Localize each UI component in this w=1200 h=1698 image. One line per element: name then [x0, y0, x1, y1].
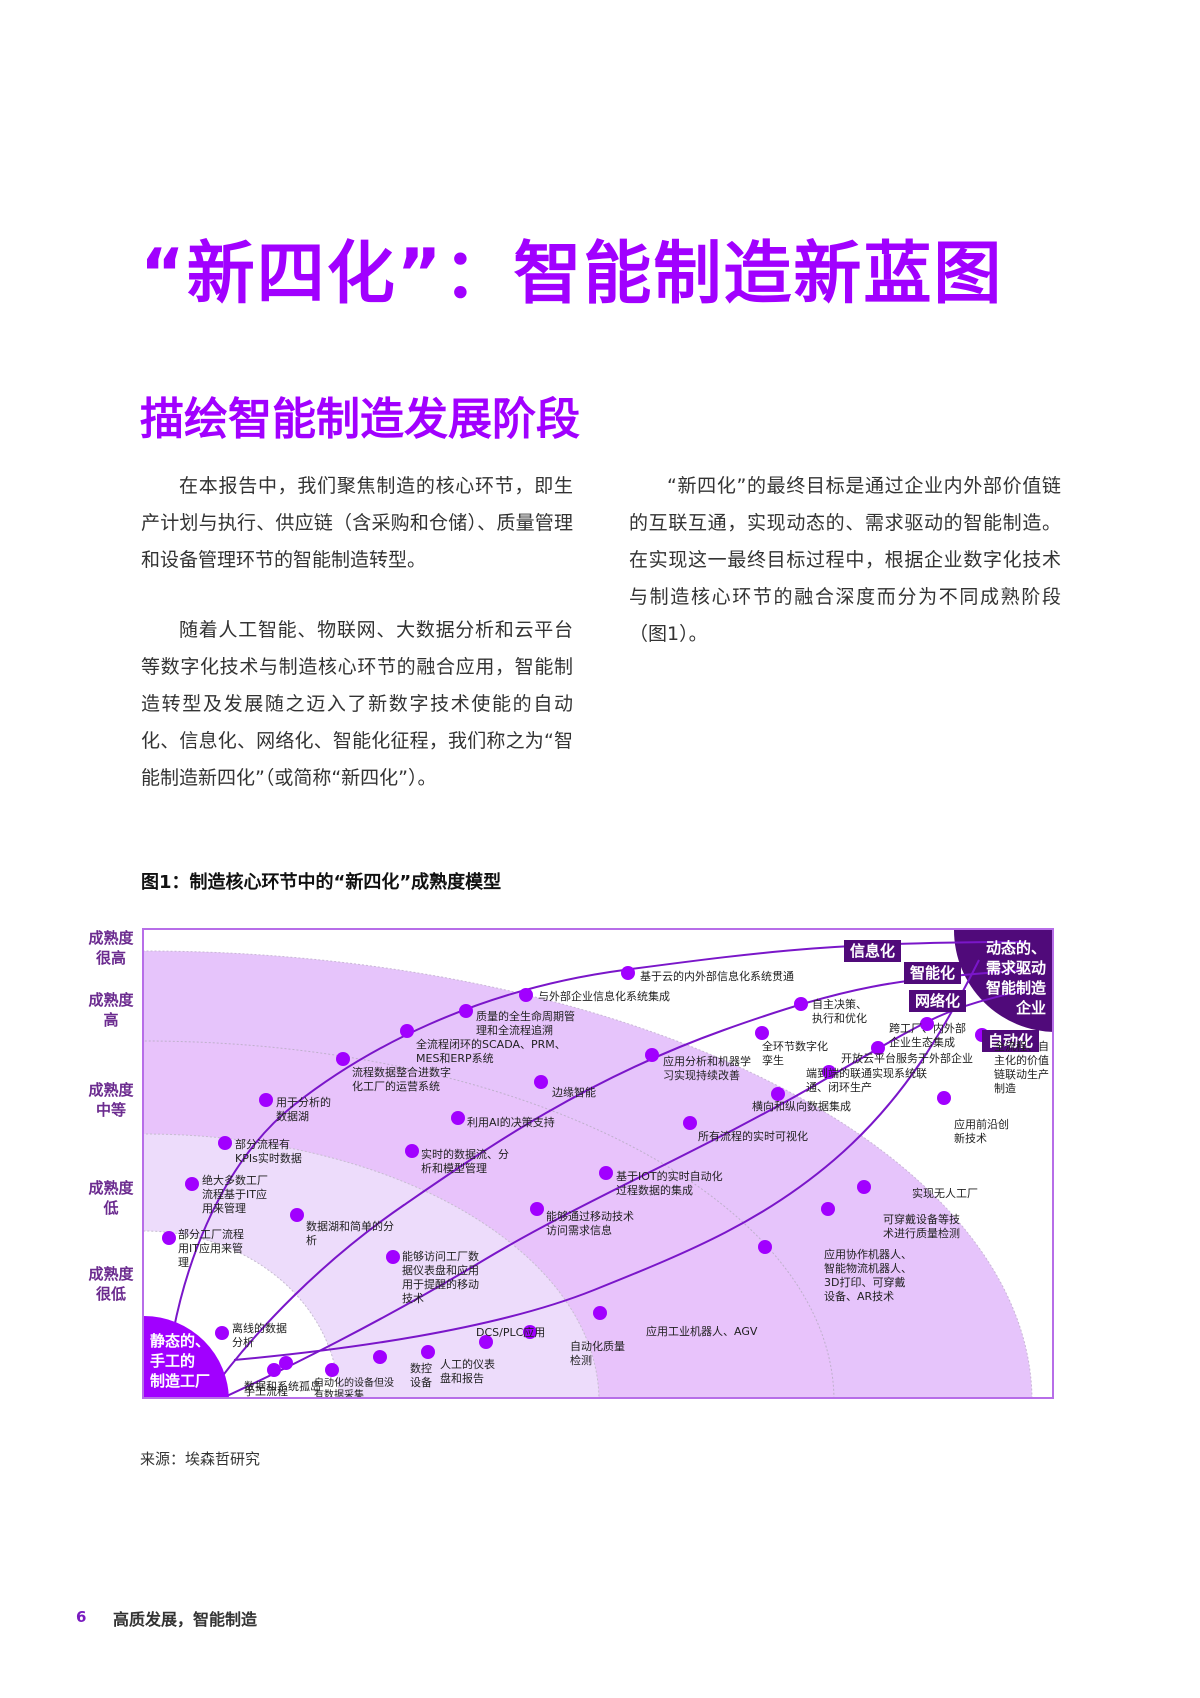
paragraph: 在本报告中，我们聚焦制造的核心环节，即生产计划与执行、供应链（含采购和仓储）、质…: [141, 475, 573, 571]
milestone-label: 应用前沿创新技术: [954, 1118, 1009, 1145]
page-title: “新四化”：智能制造新蓝图: [140, 235, 1004, 314]
start-state-label: 静态的、 手工的 制造工厂: [150, 1331, 210, 1391]
milestone-label: 自主决策、执行和优化: [812, 998, 867, 1025]
milestone-label: 部分流程有KPIs实时数据: [235, 1138, 302, 1165]
milestone-label: 应用分析和机器学习实现持续改善: [663, 1055, 751, 1082]
y-level-very-high: 成熟度 很高: [80, 928, 142, 968]
milestone-label: 数据和系统孤岛: [244, 1380, 321, 1393]
milestone-label: 利用AI的决策支持: [467, 1116, 555, 1129]
track-tag-intelligentization: 智能化: [904, 962, 962, 984]
milestone-label: 数控设备: [410, 1362, 432, 1389]
y-level-label: 成熟度 很低: [88, 1265, 134, 1303]
milestone-label: DCS/PLC应用: [476, 1326, 546, 1339]
milestone-label: 全流程闭环的SCADA、PRM、MES和ERP系统: [416, 1038, 566, 1065]
milestone-label: 实现无人工厂: [912, 1187, 978, 1200]
figure-title: 图1：制造核心环节中的“新四化”成熟度模型: [141, 872, 502, 893]
y-level-label: 成熟度 中等: [88, 1081, 134, 1119]
milestone-label: 实时的数据流、分析和模型管理: [421, 1148, 509, 1175]
milestone-label: 横向和纵向数据集成: [752, 1100, 851, 1113]
y-level-label: 成熟度 很高: [88, 929, 134, 967]
milestone-label: 跨工厂、内外部企业生态集成: [889, 1022, 966, 1049]
milestone-label: 自动化质量检测: [570, 1340, 625, 1367]
milestone-label: 开放云平台服务于外部企业: [841, 1052, 973, 1065]
milestone-label: 与外部企业信息化系统集成: [538, 990, 670, 1003]
milestone-label: 部分工厂流程用IT应用来管理: [178, 1228, 244, 1269]
milestone-label: 应用工业机器人、AGV: [646, 1325, 758, 1338]
footer-title: 高质发展，智能制造: [113, 1610, 258, 1629]
left-column: 在本报告中，我们聚焦制造的核心环节，即生产计划与执行、供应链（含采购和仓储）、质…: [141, 468, 573, 830]
milestone-label: 全环节数字化孪生: [762, 1040, 828, 1067]
milestone-label: 基于IOT的实时自动化过程数据的集成: [616, 1170, 723, 1197]
page-number: 6: [76, 1608, 87, 1626]
milestone-label: 自动化的设备但没有数据采集: [314, 1378, 394, 1399]
milestone-label: 所有流程的实时可视化: [698, 1130, 808, 1143]
figure-graphics: [144, 930, 1052, 1397]
y-level-label: 成熟度 低: [88, 1179, 134, 1217]
figure-source: 来源：埃森哲研究: [140, 1450, 261, 1468]
y-level-medium: 成熟度 中等: [80, 1080, 142, 1120]
milestone-label: 手工流程: [244, 1385, 288, 1398]
right-column: “新四化”的最终目标是通过企业内外部价值链的互联互通，实现动态的、需求驱动的智能…: [629, 468, 1061, 686]
milestone-label: 数据湖和简单的分析: [306, 1220, 394, 1247]
track-tag-automation: 自动化: [982, 1030, 1040, 1052]
milestone-label: 流程数据整合进数字化工厂的运营系统: [352, 1066, 451, 1093]
maturity-model-figure: 信息化 智能化 网络化 自动化 动态的、 需求驱动 智能制造 企业 静态的、 手…: [142, 928, 1054, 1399]
end-state-text: 动态的、 需求驱动 智能制造 企业: [985, 939, 1046, 1017]
milestone-label: 用于分析的数据湖: [276, 1096, 331, 1123]
milestone-label: 可穿戴设备等技术进行质量检测: [883, 1213, 960, 1240]
milestone-label: 边缘智能: [552, 1086, 596, 1099]
end-state-label: 动态的、 需求驱动 智能制造 企业: [986, 938, 1046, 1018]
section-heading: 描绘智能制造发展阶段: [140, 394, 580, 445]
milestone-label: 人工的仪表盘和报告: [440, 1358, 495, 1385]
milestone-label: 基于云的内外部信息化系统贯通: [640, 970, 794, 983]
y-level-high: 成熟度 高: [80, 990, 142, 1030]
y-level-very-low: 成熟度 很低: [80, 1264, 142, 1304]
y-level-low: 成熟度 低: [80, 1178, 142, 1218]
milestone-label: 全流程、自主化的价值链联动生产制造: [994, 1040, 1049, 1095]
milestone-label: 端到端的联通实现系统联通、闭环生产: [806, 1067, 927, 1094]
paragraph: 随着人工智能、物联网、大数据分析和云平台等数字化技术与制造核心环节的融合应用，智…: [141, 619, 573, 789]
track-tag-networking: 网络化: [909, 990, 967, 1012]
milestone-label: 应用协作机器人、智能物流机器人、3D打印、可穿戴设备、AR技术: [824, 1248, 912, 1303]
milestone-label: 能够访问工厂数据仪表盘和应用用于提醒的移动技术: [402, 1250, 479, 1305]
y-level-label: 成熟度 高: [88, 991, 134, 1029]
milestone-label: 离线的数据分析: [232, 1322, 287, 1349]
milestone-label: 能够通过移动技术访问需求信息: [546, 1210, 634, 1237]
track-tag-informatization: 信息化: [844, 940, 902, 962]
paragraph: “新四化”的最终目标是通过企业内外部价值链的互联互通，实现动态的、需求驱动的智能…: [629, 475, 1061, 645]
start-state-text: 静态的、 手工的 制造工厂: [150, 1332, 211, 1390]
milestone-label: 质量的全生命周期管理和全流程追溯: [476, 1010, 575, 1037]
milestone-label: 绝大多数工厂流程基于IT应用来管理: [202, 1174, 268, 1215]
